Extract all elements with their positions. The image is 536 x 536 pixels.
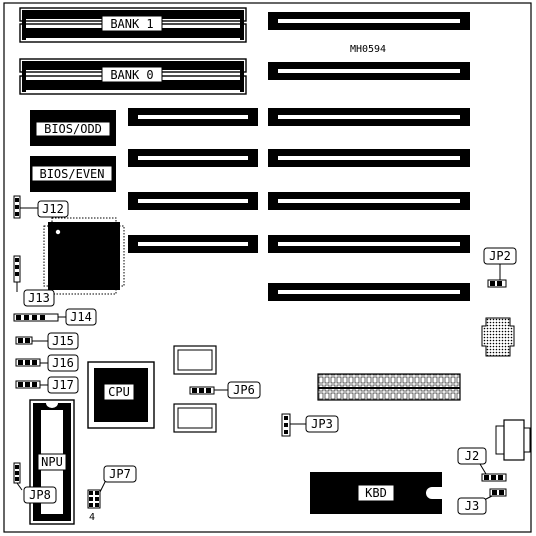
j2-label: J2 xyxy=(465,449,479,463)
npu-label: NPU xyxy=(41,455,63,469)
j12-label: J12 xyxy=(42,202,64,216)
bios-odd-chip: BIOS/ODD xyxy=(30,110,116,146)
battery xyxy=(481,317,515,357)
jp7-pin-mark: 4 xyxy=(89,512,95,523)
j15-label: J15 xyxy=(52,334,74,348)
jumper-j2: J2 xyxy=(457,447,507,482)
j3-label: J3 xyxy=(465,499,479,513)
jumper-jp6: JP6 xyxy=(189,381,261,399)
board-model-label: MH0594 xyxy=(350,44,386,55)
j16-label: J16 xyxy=(52,356,74,370)
jp2-label: JP2 xyxy=(489,249,511,263)
cpu-label: CPU xyxy=(108,385,130,399)
jumper-j15: J15 xyxy=(15,332,79,350)
bios-odd-label: BIOS/ODD xyxy=(44,122,102,136)
cache-chip-upper xyxy=(173,345,217,375)
jumper-j12: J12 xyxy=(13,195,69,219)
jumper-j13: J13 xyxy=(13,255,55,307)
cpu-socket: CPU xyxy=(87,361,155,429)
jp3-label: JP3 xyxy=(311,417,333,431)
bios-even-chip: BIOS/EVEN xyxy=(30,156,116,192)
bios-even-label: BIOS/EVEN xyxy=(39,167,104,181)
jumper-j14: J14 xyxy=(13,308,97,326)
jumper-jp3: JP3 xyxy=(281,413,339,437)
connector-strip xyxy=(317,373,461,401)
jumper-jp2: JP2 xyxy=(483,247,517,288)
memory-bank-0: BANK 0 xyxy=(19,58,247,95)
jumper-jp7: JP7 4 xyxy=(87,465,137,523)
j17-label: J17 xyxy=(52,378,74,392)
kbd-label: KBD xyxy=(365,486,387,500)
jumper-jp8: JP8 xyxy=(13,462,57,504)
keyboard-port xyxy=(495,419,531,461)
jp7-label: JP7 xyxy=(109,467,131,481)
jp6-label: JP6 xyxy=(233,383,255,397)
bank-0-label: BANK 0 xyxy=(110,68,153,82)
chipset xyxy=(43,217,125,295)
j13-label: J13 xyxy=(28,291,50,305)
npu-socket: NPU xyxy=(29,399,75,525)
jumper-j17: J17 xyxy=(15,376,79,394)
jumper-j16: J16 xyxy=(15,354,79,372)
jumper-j3: J3 xyxy=(457,488,507,515)
j14-label: J14 xyxy=(70,310,92,324)
jp8-label: JP8 xyxy=(29,488,51,502)
kbd-chip: KBD xyxy=(310,472,442,514)
memory-bank-1: BANK 1 xyxy=(19,7,247,43)
cache-chip-lower xyxy=(173,403,217,433)
bank-1-label: BANK 1 xyxy=(110,17,153,31)
